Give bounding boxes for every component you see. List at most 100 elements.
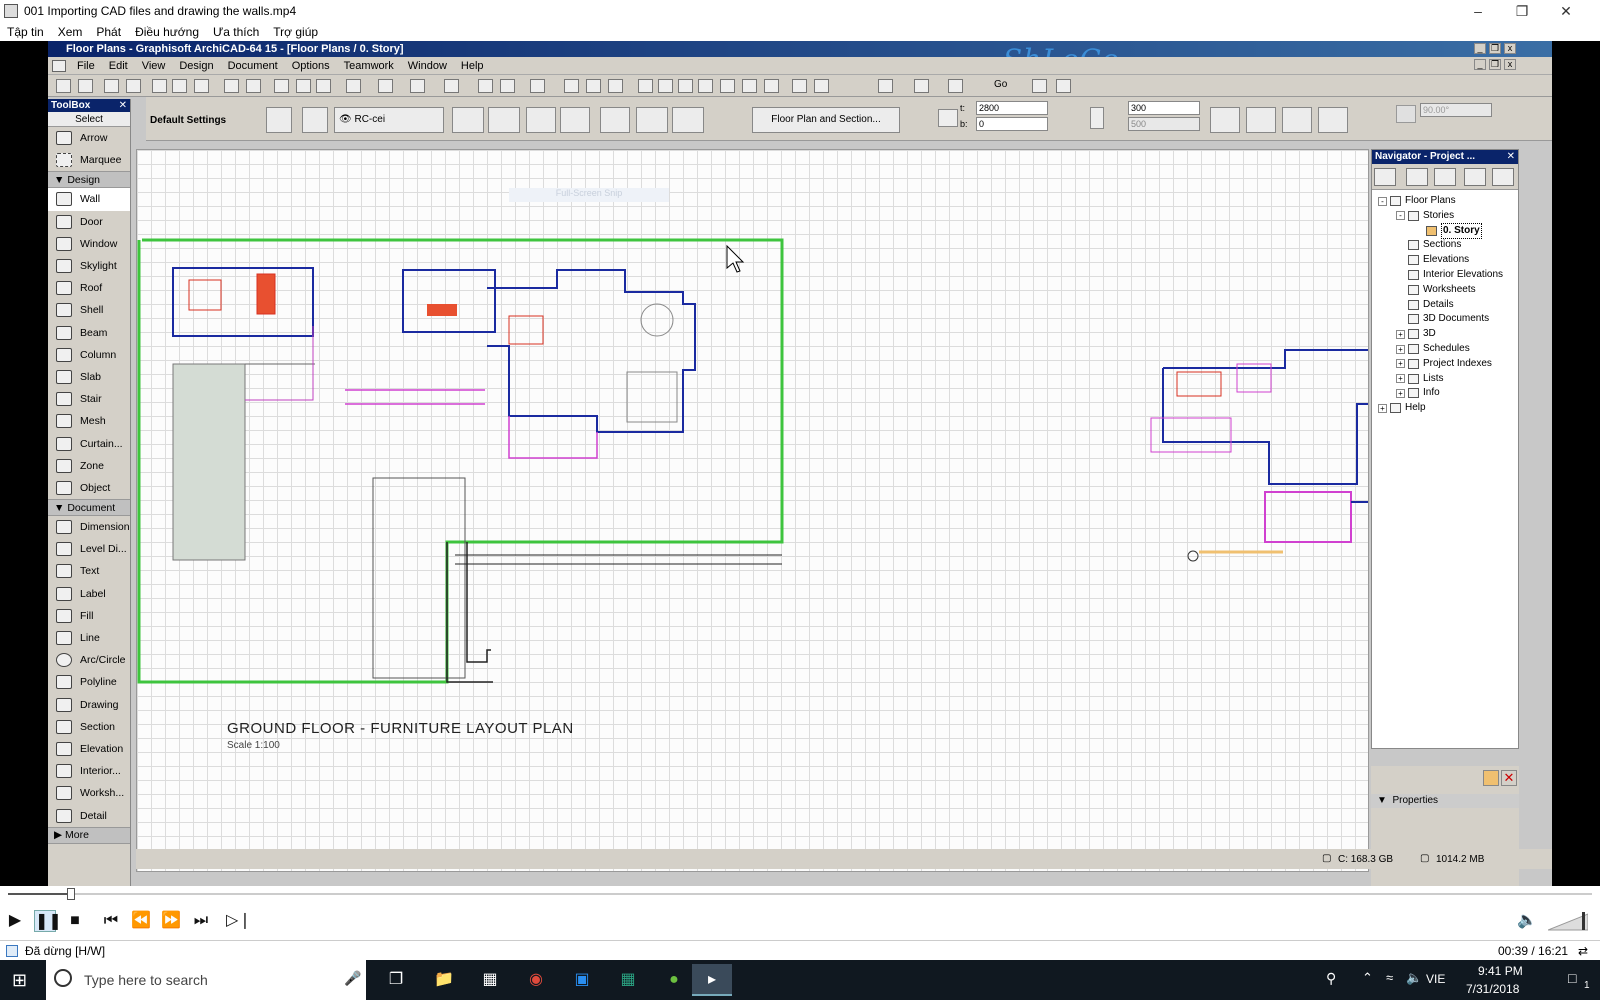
next-icon[interactable]: ⏭ <box>193 912 209 929</box>
menu-document[interactable]: Document <box>227 59 278 72</box>
clock-time[interactable]: 9:41 PM <box>1478 964 1523 978</box>
tree-item[interactable]: Worksheets <box>1396 283 1476 297</box>
language-indicator[interactable]: VIE <box>1426 972 1446 986</box>
play-icon[interactable]: ▶ <box>8 912 22 929</box>
tree-item[interactable]: +Project Indexes <box>1396 357 1492 371</box>
tree-item[interactable]: -Stories <box>1396 209 1454 223</box>
tool-fill[interactable]: Fill <box>48 605 130 627</box>
shuffle-icon[interactable]: ⇄ <box>1578 944 1589 958</box>
properties-close-icon[interactable]: ✕ <box>1501 770 1517 786</box>
tool-stair[interactable]: Stair <box>48 388 130 410</box>
seek-handle[interactable] <box>67 888 76 900</box>
task-view-icon[interactable]: ❐ <box>388 971 404 988</box>
tree-expander-icon[interactable]: + <box>1396 344 1405 354</box>
tree-item[interactable]: Details <box>1396 298 1454 312</box>
tree-item[interactable]: +Info <box>1396 386 1440 400</box>
wall-thickness-field-2[interactable]: 500 <box>1128 117 1200 131</box>
fast-forward-icon[interactable]: ⏩ <box>161 912 181 929</box>
redo-icon[interactable] <box>246 79 261 93</box>
reference-line-center-button[interactable] <box>672 107 704 133</box>
construction-method-button[interactable] <box>488 107 520 133</box>
tool-skylight[interactable]: Skylight <box>48 255 130 277</box>
undo-icon[interactable] <box>224 79 239 93</box>
tree-expander-icon[interactable]: - <box>1378 196 1387 206</box>
tool-window[interactable]: Window <box>48 233 130 255</box>
player-menu-view[interactable]: Xem <box>57 24 83 39</box>
wall-slanted-button[interactable] <box>1246 107 1276 133</box>
select-header[interactable]: Select <box>48 112 130 127</box>
split-icon[interactable] <box>586 79 601 93</box>
tab-view-map-icon[interactable] <box>1406 168 1428 186</box>
tool-interior-elevation[interactable]: Interior... <box>48 760 130 782</box>
snap-icon[interactable] <box>346 79 361 93</box>
copy-icon[interactable] <box>172 79 187 93</box>
tree-expander-icon[interactable]: + <box>1396 329 1405 339</box>
taskbar-search-box[interactable]: Type here to search 🎤 <box>46 960 366 1000</box>
fill-icon[interactable] <box>500 79 515 93</box>
player-menu-help[interactable]: Trợ giúp <box>273 24 319 39</box>
menu-window[interactable]: Window <box>407 59 447 72</box>
orbit-icon[interactable] <box>1032 79 1047 93</box>
pen-icon[interactable] <box>530 79 545 93</box>
go-label[interactable]: Go <box>994 79 1008 90</box>
tree-item[interactable]: +Schedules <box>1396 342 1470 356</box>
app-minimize-button[interactable]: _ <box>1474 43 1486 54</box>
tool-roof[interactable]: Roof <box>48 277 130 299</box>
layout-icon[interactable] <box>478 79 493 93</box>
media-player-taskbar-icon[interactable]: ▸ <box>692 964 732 996</box>
chrome-icon[interactable]: ◉ <box>529 971 543 988</box>
pause-icon[interactable]: ❚❚ <box>34 910 62 932</box>
player-menu-favorites[interactable]: Ưa thích <box>213 24 260 39</box>
frame-step-icon[interactable]: ▷❘ <box>226 912 252 929</box>
doc-close-button[interactable]: x <box>1504 59 1516 70</box>
tool-marquee[interactable]: Marquee <box>48 149 130 171</box>
tool-elevation[interactable]: Elevation <box>48 738 130 760</box>
angle-field[interactable]: 90.00° <box>1420 103 1492 117</box>
tree-item[interactable]: -Floor Plans <box>1378 194 1456 208</box>
volume-icon[interactable]: 🔈 <box>1517 912 1537 929</box>
player-menu-file[interactable]: Tập tin <box>7 24 44 39</box>
grid-snap-icon[interactable] <box>444 79 459 93</box>
new-icon[interactable] <box>56 79 71 93</box>
tree-item[interactable]: Interior Elevations <box>1396 268 1503 282</box>
wall-settings-button[interactable] <box>266 107 292 133</box>
tab-project-map-icon[interactable] <box>1374 168 1396 186</box>
calculator-icon[interactable]: ▦ <box>482 971 498 988</box>
tool-arc-circle[interactable]: Arc/Circle <box>48 649 130 671</box>
close-button[interactable]: ✕ <box>1560 3 1572 19</box>
properties-header[interactable]: ▼ Properties <box>1371 794 1519 808</box>
tool-curtain-wall[interactable]: Curtain... <box>48 432 130 454</box>
line-type-button[interactable] <box>452 107 484 133</box>
menu-edit[interactable]: Edit <box>108 59 128 72</box>
open-icon[interactable] <box>78 79 93 93</box>
tool-dimension[interactable]: Dimension <box>48 516 130 538</box>
tree-item[interactable]: 3D Documents <box>1396 312 1489 326</box>
tree-expander-icon[interactable]: + <box>1396 359 1405 369</box>
tree-expander-icon[interactable]: + <box>1396 374 1405 384</box>
tool-label[interactable]: Label <box>48 583 130 605</box>
reference-line-side-button[interactable] <box>636 107 668 133</box>
resize-icon[interactable] <box>742 79 757 93</box>
wall-double-slanted-button[interactable] <box>1282 107 1312 133</box>
layer-selector[interactable]: 👁 RC-cei <box>334 107 444 133</box>
doc-minimize-button[interactable]: _ <box>1474 59 1486 70</box>
tool-text[interactable]: Text <box>48 560 130 582</box>
tab-layout-book-icon[interactable] <box>1434 168 1456 186</box>
rewind-icon[interactable]: ⏪ <box>131 912 151 929</box>
design-group-header[interactable]: ▼ Design <box>48 171 130 189</box>
navigator-icon[interactable] <box>878 79 893 93</box>
properties-settings-icon[interactable] <box>1483 770 1499 786</box>
geometry-method-button[interactable] <box>302 107 328 133</box>
drag-icon[interactable] <box>638 79 653 93</box>
archicad-taskbar-icon[interactable]: ▦ <box>620 971 636 988</box>
tool-mesh[interactable]: Mesh <box>48 410 130 432</box>
tree-expander-icon[interactable]: + <box>1396 388 1405 398</box>
offset-icon[interactable] <box>698 79 713 93</box>
seek-bar[interactable] <box>0 886 1600 902</box>
app-close-button[interactable]: x <box>1504 43 1516 54</box>
tool-shell[interactable]: Shell <box>48 299 130 321</box>
tool-arrow[interactable]: Arrow <box>48 127 130 149</box>
3d-window-icon[interactable] <box>792 79 807 93</box>
network-icon[interactable]: ≈ <box>1386 970 1394 985</box>
tool-column[interactable]: Column <box>48 344 130 366</box>
